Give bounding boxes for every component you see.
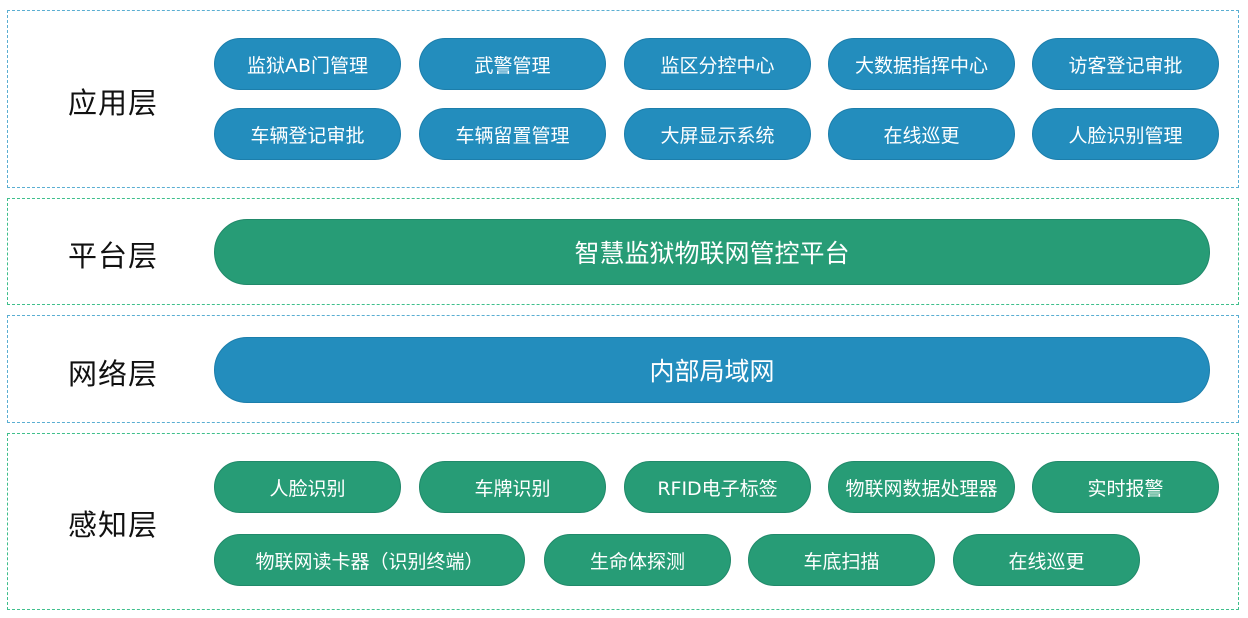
perception-item: RFID电子标签 xyxy=(624,461,811,513)
app-item: 人脸识别管理 xyxy=(1032,108,1219,160)
platform-layer xyxy=(7,198,1239,305)
app-item: 监区分控中心 xyxy=(624,38,811,90)
app-item: 大数据指挥中心 xyxy=(828,38,1015,90)
platform-item: 智慧监狱物联网管控平台 xyxy=(214,219,1210,285)
network-item: 内部局域网 xyxy=(214,337,1210,403)
perception-item: 车牌识别 xyxy=(419,461,606,513)
app-item: 车辆留置管理 xyxy=(419,108,606,160)
perception-item: 车底扫描 xyxy=(748,534,935,586)
application-layer xyxy=(7,10,1239,188)
perception-layer-title: 感知层 xyxy=(67,508,158,542)
app-item: 车辆登记审批 xyxy=(214,108,401,160)
app-item: 在线巡更 xyxy=(828,108,1015,160)
perception-item: 实时报警 xyxy=(1032,461,1219,513)
app-item: 大屏显示系统 xyxy=(624,108,811,160)
app-item: 武警管理 xyxy=(419,38,606,90)
perception-item: 物联网读卡器（识别终端） xyxy=(214,534,525,586)
app-item: 监狱AB门管理 xyxy=(214,38,401,90)
perception-layer xyxy=(7,433,1239,610)
perception-item: 人脸识别 xyxy=(214,461,401,513)
network-layer-title: 网络层 xyxy=(67,357,158,391)
perception-item: 物联网数据处理器 xyxy=(828,461,1015,513)
perception-item: 在线巡更 xyxy=(953,534,1140,586)
application-layer-title: 应用层 xyxy=(67,86,158,120)
app-item: 访客登记审批 xyxy=(1032,38,1219,90)
network-layer xyxy=(7,315,1239,423)
perception-item: 生命体探测 xyxy=(544,534,731,586)
platform-layer-title: 平台层 xyxy=(67,239,158,273)
